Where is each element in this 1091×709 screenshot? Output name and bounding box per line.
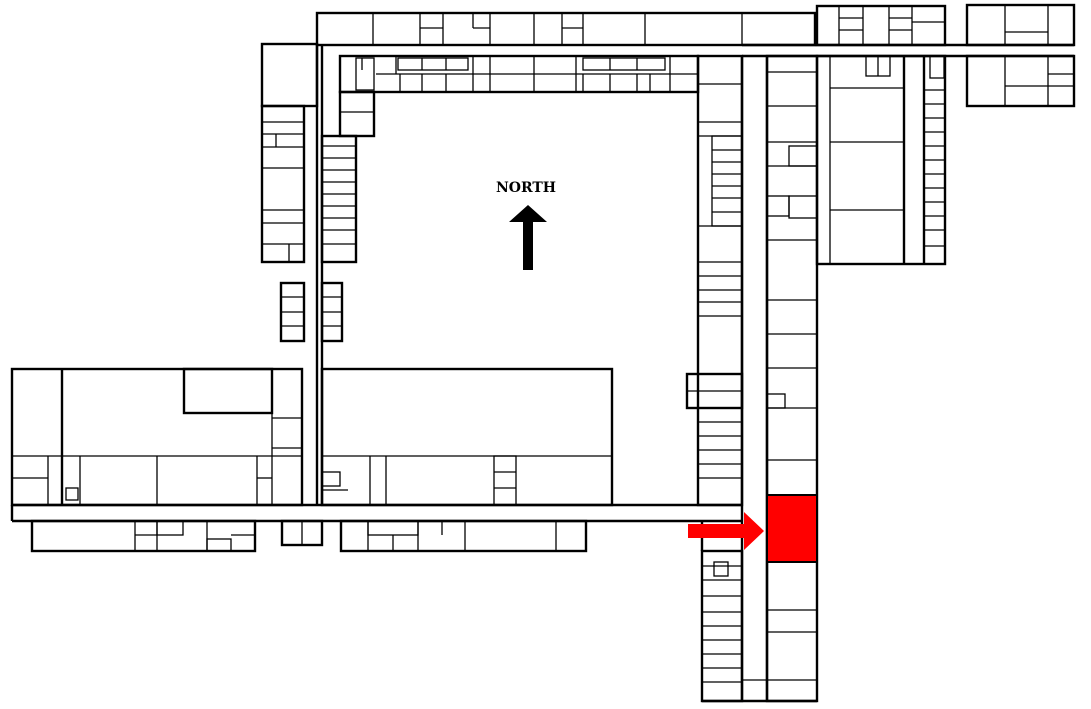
- highlighted-room: [766, 494, 818, 563]
- northeast-wing: [742, 3, 1076, 266]
- pointer-arrow-icon: [688, 512, 764, 550]
- north-wing: [315, 11, 817, 94]
- southwest-wing: [10, 367, 324, 553]
- east-column: [702, 54, 819, 703]
- north-label: NORTH: [496, 180, 556, 196]
- north-indicator: NORTH: [496, 180, 556, 270]
- northwest-block: [260, 42, 376, 505]
- north-arrow-icon: [509, 205, 547, 270]
- east-inner-column: [685, 54, 744, 703]
- south-central-wing: [10, 367, 742, 553]
